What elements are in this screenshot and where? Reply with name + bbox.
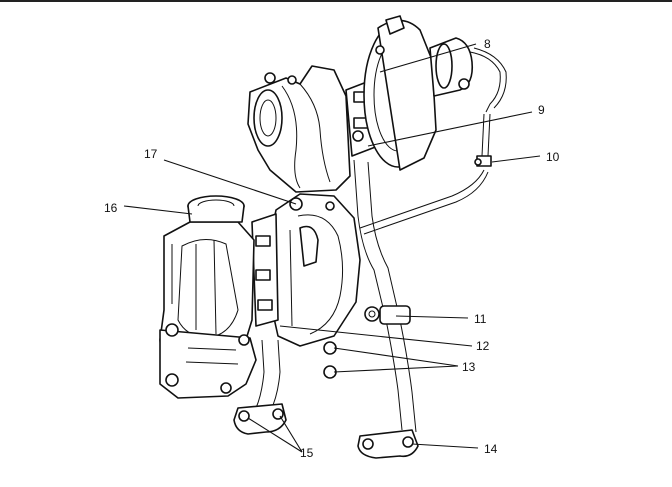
callout-13: 13 <box>462 360 476 374</box>
top-border <box>0 0 672 2</box>
callout-8: 8 <box>484 37 491 51</box>
exhaust-downpipe <box>233 339 287 435</box>
callout-17: 17 <box>144 147 158 161</box>
callout-14: 14 <box>484 442 498 456</box>
callout-labels: 8 9 10 11 12 13 14 15 16 17 <box>104 37 560 460</box>
leader-lines <box>123 43 541 453</box>
callout-11: 11 <box>474 312 487 326</box>
oil-drain-pipe <box>353 159 419 459</box>
callout-12: 12 <box>476 339 490 353</box>
lower-compressor-housing <box>159 195 257 399</box>
callout-10: 10 <box>546 150 560 164</box>
upper-turbo-assembly <box>247 15 507 235</box>
callout-15: 15 <box>300 446 314 460</box>
callout-16: 16 <box>104 201 118 215</box>
callout-9: 9 <box>538 103 545 117</box>
lower-turbine-housing <box>251 193 361 379</box>
